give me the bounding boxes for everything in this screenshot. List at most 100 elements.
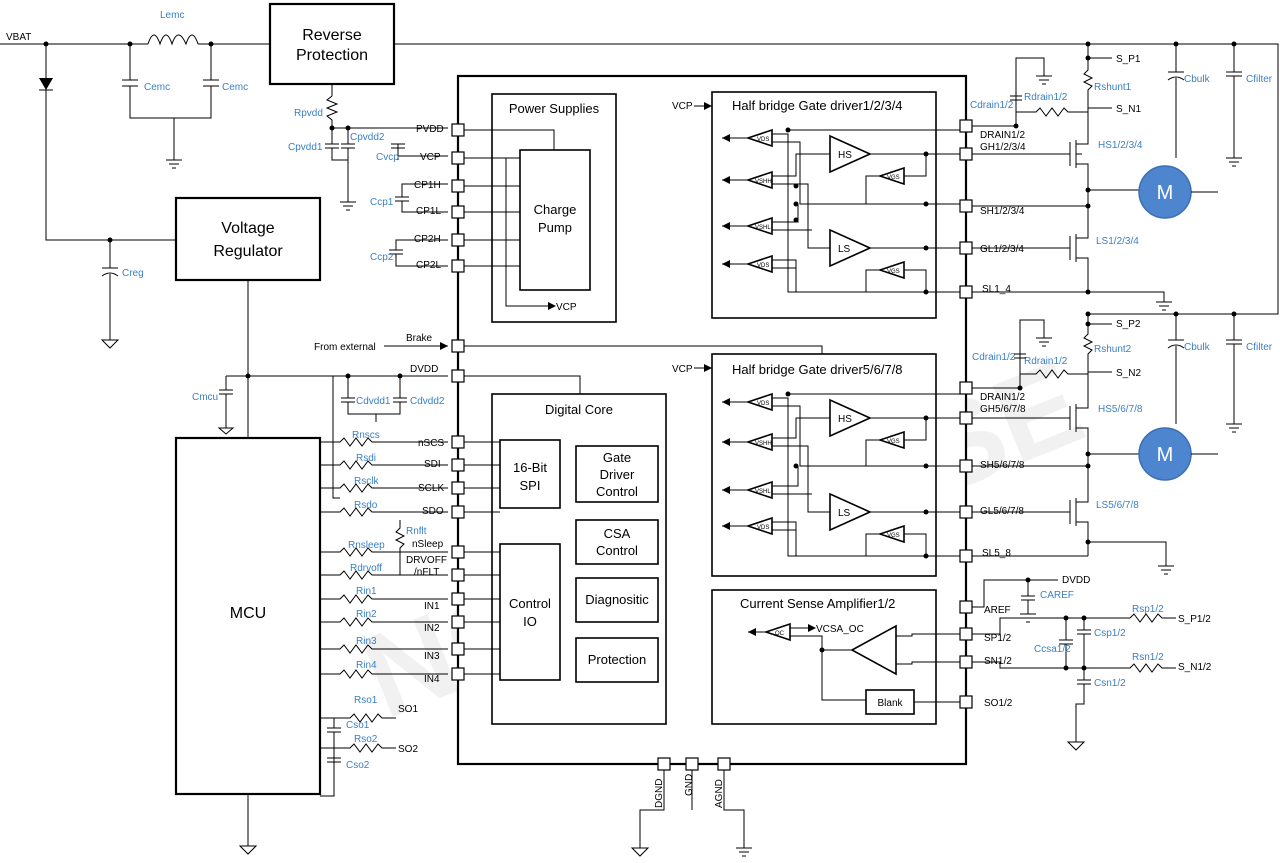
csa-control-block <box>575 519 659 565</box>
reverse-protection-line1: Reverse <box>302 27 362 44</box>
charge-pump-line2: Pump <box>538 220 572 235</box>
rsclk-label: Rsclk <box>354 476 379 487</box>
rso2-label: Rso2 <box>354 734 378 745</box>
gate-driver-control-block <box>575 445 659 503</box>
cfilter-label-1: Cfilter <box>1246 74 1273 85</box>
cemc-label-2: Cemc <box>222 82 248 93</box>
diagnostic-block <box>575 577 659 623</box>
ls1-label: LS1/2/3/4 <box>1096 236 1139 247</box>
cso1-label: Cso1 <box>346 720 370 731</box>
cmcu-label: Cmcu <box>192 392 218 403</box>
pin-aref: AREF <box>984 605 1011 616</box>
hs-label-1: HS <box>838 150 852 161</box>
vds-label-1: VDS <box>757 137 769 143</box>
rnsleep-label: Rnsleep <box>348 540 385 551</box>
vgs-label-2: VGS <box>887 269 900 275</box>
rin1-label: Rin1 <box>356 586 377 597</box>
hs-label-2: HS <box>838 414 852 425</box>
vgs-label-1: VGS <box>887 175 900 181</box>
vcsa-oc-label: VCSA_OC <box>816 624 864 635</box>
half-bridge-driver-1-title: Half bridge Gate driver1/2/3/4 <box>732 98 903 113</box>
reverse-protection-block <box>268 2 396 86</box>
pin-cp2h: CP2H <box>414 234 441 245</box>
pin-drain12-b: DRAIN1/2 <box>980 392 1025 403</box>
pin-gh5678: GH5/6/7/8 <box>980 404 1026 415</box>
power-supplies-title: Power Supplies <box>509 101 600 116</box>
rpvdd-label: Rpvdd <box>294 108 323 119</box>
pin-in2: IN2 <box>424 623 440 634</box>
lemc-inductor <box>147 34 199 46</box>
dvdd-aref-label: DVDD <box>1062 575 1090 586</box>
vshh-label-1: VSHH <box>755 179 772 185</box>
vbat-label: VBAT <box>6 32 31 43</box>
current-sense-amplifier-title: Current Sense Amplifier1/2 <box>740 596 895 611</box>
s-p2-label: S_P2 <box>1116 319 1141 330</box>
cdrain-label-2: Cdrain1/2 <box>972 352 1016 363</box>
pin-brake: Brake <box>406 333 433 344</box>
rnflt-label: Rnflt <box>406 526 427 537</box>
pin-vcp: VCP <box>420 152 441 163</box>
ls2-label: LS5/6/7/8 <box>1096 500 1139 511</box>
ccsa-label: Ccsa1/2 <box>1034 644 1071 655</box>
rdrvoff-label: Rdrvoff <box>350 563 382 574</box>
ls-label-2: LS <box>838 508 851 519</box>
vgs-label-3: VGS <box>887 439 900 445</box>
vds-label-4: VDS <box>757 525 769 531</box>
cpvdd1-label: Cpvdd1 <box>288 142 323 153</box>
charge-pump-block <box>519 149 591 291</box>
half-bridge-driver-1-block <box>711 91 937 319</box>
hs1-label: HS1/2/3/4 <box>1098 140 1143 151</box>
pin-in1: IN1 <box>424 601 440 612</box>
pin-drvoff: DRVOFF <box>406 555 447 566</box>
vds-label-2: VDS <box>757 263 769 269</box>
csa-control-line2: Control <box>596 543 638 558</box>
right-pin-squares-2 <box>959 381 973 563</box>
pin-so12: SO1/2 <box>984 698 1013 709</box>
rnscs-label: Rnscs <box>352 430 380 441</box>
spi-block <box>499 439 561 509</box>
diagnostic-label: Diagnositic <box>585 592 649 607</box>
half-bridge-driver-2-block <box>711 353 937 577</box>
pin-cp1l: CP1L <box>416 206 441 217</box>
protection-block <box>575 637 659 683</box>
cemc-label-1: Cemc <box>144 82 170 93</box>
gate-driver-control-line2: Driver <box>600 467 635 482</box>
voltage-regulator-line1: Voltage <box>221 220 274 237</box>
mcu-label: MCU <box>230 605 266 622</box>
voltage-regulator-block <box>174 196 322 282</box>
motor-1-label: M <box>1157 182 1174 204</box>
digital-core-title: Digital Core <box>545 402 613 417</box>
vcp-in-label-1: VCP <box>672 101 693 112</box>
pin-sclk: SCLK <box>418 483 444 494</box>
cfilter-label-2: Cfilter <box>1246 342 1273 353</box>
dgnd-pin <box>657 757 671 771</box>
rsdo-label: Rsdo <box>354 500 378 511</box>
pin-sh1234: SH1/2/3/4 <box>980 206 1025 217</box>
rin3-label: Rin3 <box>356 636 377 647</box>
pin-dvdd: DVDD <box>410 364 438 375</box>
pin-cp2l: CP2L <box>416 260 441 271</box>
pin-sdi: SDI <box>424 459 441 470</box>
pin-gnd: GND <box>684 774 695 796</box>
ls-label-1: LS <box>838 244 851 255</box>
csa-control-line1: CSA <box>604 526 631 541</box>
pin-gh1234: GH1/2/3/4 <box>980 142 1026 153</box>
pin-drain12-a: DRAIN1/2 <box>980 130 1025 141</box>
voltage-regulator-line2: Regulator <box>213 243 283 260</box>
pin-sl58: SL5_8 <box>982 548 1011 559</box>
rin2-label: Rin2 <box>356 609 377 620</box>
pin-in3: IN3 <box>424 651 440 662</box>
reverse-protection-line2: Protection <box>296 47 368 64</box>
s-n1-label: S_N1 <box>1116 104 1141 115</box>
cpvdd2-label: Cpvdd2 <box>350 132 385 143</box>
rshunt1-label: Rshunt1 <box>1094 82 1132 93</box>
pin-in4: IN4 <box>424 674 440 685</box>
rsp-label: Rsp1/2 <box>1132 604 1164 615</box>
creg-label: Creg <box>122 268 144 279</box>
rin4-label: Rin4 <box>356 660 377 671</box>
from-external-label: From external <box>314 342 376 353</box>
caref-label: CAREF <box>1040 590 1074 601</box>
s-p1-label: S_P1 <box>1116 54 1141 65</box>
pin-nsleep: nSleep <box>412 539 444 550</box>
